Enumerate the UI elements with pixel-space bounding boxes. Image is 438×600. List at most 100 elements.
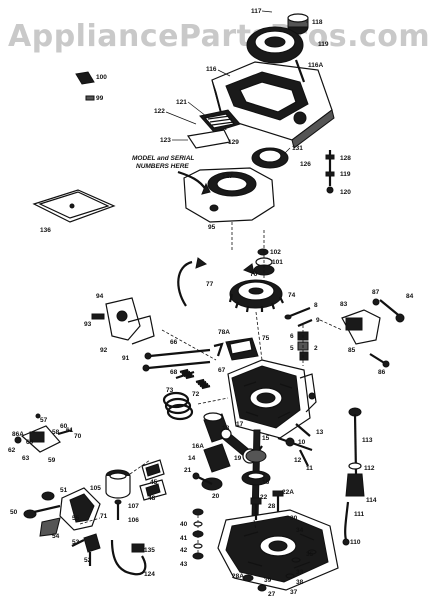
head-bolts-66 — [142, 348, 211, 372]
part-label: 48 — [148, 495, 156, 502]
part-label: 62 — [8, 447, 16, 454]
crankcase-sump — [217, 509, 339, 591]
part-label: 38 — [296, 579, 304, 586]
part-label: 75 — [262, 335, 270, 342]
part-label: 39 — [264, 577, 272, 584]
part-label: 84 — [406, 293, 414, 300]
recoil-starter — [246, 26, 304, 64]
spring-and-studs-2-5-6 — [297, 325, 309, 366]
part-label: 57 — [40, 417, 48, 424]
air-filter-element — [186, 129, 231, 149]
spark-plug-wire — [177, 257, 255, 307]
part-label: 131 — [292, 145, 303, 152]
part-label: 21 — [184, 467, 192, 474]
part-label: 41 — [180, 535, 188, 542]
fuel-cap — [287, 13, 309, 35]
part-label: 35 — [306, 551, 314, 558]
camshaft-13 — [277, 423, 313, 467]
part-labels: 117 118 119 116 116A 100 99 121 122 123 … — [8, 8, 414, 598]
assembly-guide-lines — [129, 222, 343, 531]
part-label: 112 — [364, 465, 375, 472]
part-label: 22 — [260, 494, 268, 501]
part-label: 127 — [222, 173, 233, 180]
part-label: 110 — [350, 539, 361, 546]
float-bowl-105 — [105, 469, 131, 499]
part-label: 50 — [10, 509, 18, 516]
part-label: 28 — [268, 503, 276, 510]
part-label: 20 — [212, 493, 220, 500]
dust-cover-pad — [75, 71, 95, 101]
primer-bulb-pieces — [139, 459, 167, 501]
part-label: 102 — [270, 249, 281, 256]
part-label: 83 — [340, 301, 348, 308]
part-label: 42 — [180, 547, 188, 554]
part-label: 14 — [188, 455, 196, 462]
flywheel — [228, 279, 284, 313]
part-label: 77 — [206, 281, 214, 288]
part-label: 86A — [12, 431, 24, 438]
part-label: 61 — [66, 427, 74, 434]
watermark-text: AppliancePartsPros.com — [8, 19, 430, 54]
part-label: 70 — [74, 433, 82, 440]
part-label: 58 — [52, 429, 60, 436]
part-label: 69 — [26, 439, 34, 446]
part-label: 30 — [290, 515, 298, 522]
washers-28-37-38 — [242, 549, 317, 592]
flywheel-nut-washer — [253, 230, 275, 284]
part-label: 60 — [60, 423, 68, 430]
side-studs-128-119-120 — [325, 150, 335, 194]
part-label: 136 — [40, 227, 51, 234]
air-cleaner-cover — [199, 109, 241, 133]
valve-springs-67-68 — [175, 368, 211, 390]
screws-106-107 — [114, 499, 122, 520]
part-label: 116 — [206, 66, 217, 73]
governor-bracket-94 — [91, 297, 155, 345]
part-label: 129 — [228, 139, 239, 146]
gear-20-21 — [192, 472, 223, 491]
part-label: 6 — [290, 333, 294, 340]
gasket-plate-136 — [32, 189, 116, 223]
part-label: 121 — [176, 99, 187, 106]
throttle-linkage-61-62 — [14, 413, 73, 453]
part-label: 128 — [340, 155, 351, 162]
part-label: 16 — [262, 479, 270, 486]
part-label: 68 — [170, 369, 178, 376]
fuel-line-124-135 — [110, 539, 147, 576]
part-label: 86 — [378, 369, 386, 376]
part-label: 93 — [84, 321, 92, 328]
part-label: 18 — [222, 425, 230, 432]
part-label: 101 — [272, 259, 283, 266]
part-label: 37 — [290, 589, 298, 596]
part-label: 119 — [318, 41, 329, 48]
bolts-8-9 — [284, 306, 313, 328]
part-label: 19 — [234, 455, 242, 462]
part-label: 91 — [122, 355, 130, 362]
part-label: 87 — [372, 289, 380, 296]
part-label: 10 — [298, 439, 306, 446]
part-label: 105 — [90, 485, 101, 492]
oil-fill-tube-111-114 — [342, 462, 365, 546]
part-label: 116A — [308, 62, 323, 69]
part-label: 94 — [96, 293, 104, 300]
part-label: 92 — [100, 347, 108, 354]
part-label: 8 — [314, 302, 318, 309]
part-label: 28A — [232, 573, 244, 580]
part-label: 17 — [236, 421, 244, 428]
part-label: 117 — [251, 8, 262, 15]
linkage-rod-71 — [79, 517, 101, 525]
part-label: 111 — [354, 511, 365, 518]
part-label: 78A — [218, 329, 230, 336]
part-label: 122 — [154, 108, 165, 115]
part-label: 53 — [72, 539, 80, 546]
part-label: 73 — [166, 387, 174, 394]
blower-housing-shroud — [211, 61, 335, 149]
part-label: 51 — [60, 487, 68, 494]
part-label: 45 — [150, 479, 158, 486]
part-label: 40 — [180, 521, 188, 528]
part-label: 34 — [296, 527, 304, 534]
part-label: 2 — [314, 345, 318, 352]
part-label: 12 — [294, 457, 302, 464]
cylinder-block — [227, 359, 317, 439]
part-label: 33 — [296, 569, 304, 576]
